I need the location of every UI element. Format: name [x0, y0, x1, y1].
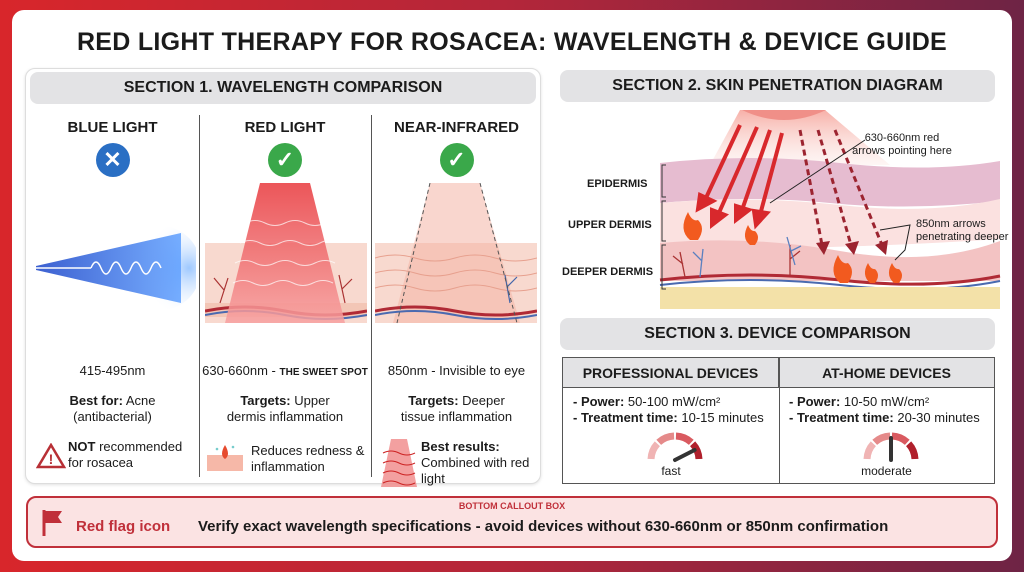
professional-devices-header: PROFESSIONAL DEVICES — [563, 358, 779, 388]
section1-panel: SECTION 1. WAVELENGTH COMPARISON BLUE LI… — [25, 68, 542, 487]
svg-text:!: ! — [49, 451, 54, 467]
section2-header: SECTION 2. SKIN PENETRATION DIAGRAM — [560, 70, 995, 102]
gauge-needle — [673, 448, 697, 462]
column-title: BLUE LIGHT — [67, 119, 158, 136]
inflammation-flame-icon — [683, 212, 902, 283]
layer-label-epidermis: EPIDERMIS — [587, 178, 648, 190]
column-title: RED LIGHT — [244, 119, 326, 136]
red-flag-icon — [42, 510, 62, 536]
wavelength-text: 850nm - Invisible to eye — [387, 363, 526, 378]
column-title: NEAR-INFRARED — [394, 119, 519, 136]
warning-note: NOT recommended for rosacea — [68, 439, 183, 470]
gauge-label: fast — [661, 464, 681, 478]
skin-penetration-diagram — [659, 110, 1001, 309]
section3-header: SECTION 3. DEVICE COMPARISON — [560, 318, 995, 350]
targets-text: Targets: Deeper tissue inflammation — [400, 393, 513, 424]
speed-gauge-icon — [863, 432, 919, 462]
layer-label-deeper-dermis: DEEPER DERMIS — [562, 266, 654, 278]
best-for-text: Best for: Acne (antibacterial) — [69, 393, 156, 424]
check-icon: ✓ — [268, 143, 302, 177]
red-flag-label: Red flag icon — [76, 518, 171, 535]
layer-label-upper-dermis: UPPER DERMIS — [568, 219, 652, 231]
bottom-callout: BOTTOM CALLOUT BOX Red flag icon Verify … — [26, 496, 998, 548]
column-divider — [371, 115, 372, 477]
warning-icon: ! — [36, 443, 66, 469]
blue-light-beam-illustration — [36, 226, 196, 310]
red-light-skin-illustration — [205, 183, 367, 323]
column-blue-light: BLUE LIGHT ✕ 415-495nm Best for: Acne (a… — [26, 111, 199, 481]
gauge-segment — [891, 432, 910, 446]
check-icon: ✓ — [439, 143, 474, 177]
page-title: RED LIGHT THERAPY FOR ROSACEA: WAVELENGT… — [76, 28, 948, 56]
gauge-segment — [647, 441, 661, 460]
wavelength-text: 630-660nm - THE SWEET SPOT — [202, 363, 368, 378]
speed-gauge-icon — [647, 432, 703, 462]
near-infrared-skin-illustration — [375, 183, 537, 324]
x-icon: ✕ — [95, 143, 130, 177]
gauge-segment — [872, 432, 891, 446]
nir-arrows-annotation: 850nm arrows penetrating deeper — [916, 218, 1009, 243]
gauge-segment — [689, 441, 703, 460]
section1-header: SECTION 1. WAVELENGTH COMPARISON — [30, 72, 536, 104]
red-arrows-annotation: 630-660nm red arrows pointing here — [852, 132, 952, 157]
gauge-label: moderate — [861, 464, 912, 478]
wavelength-text: 415-495nm — [79, 363, 146, 378]
callout-heading: BOTTOM CALLOUT BOX — [458, 501, 566, 511]
gauge-segment — [656, 432, 675, 446]
column-red-light: RED LIGHT ✓ 630-660nm - THE SWEET SPOT T… — [199, 111, 371, 481]
skin-spot-icon — [207, 445, 243, 471]
gauge-segment — [863, 441, 877, 460]
best-results-note: Best results:Combined with red light — [421, 439, 530, 486]
callout-message: Verify exact wavelength specifications -… — [198, 518, 889, 535]
waves-icon — [381, 439, 417, 487]
gauge-segment — [675, 432, 694, 446]
benefit-note: Reduces redness & inflammation — [251, 443, 365, 474]
infographic-card: RED LIGHT THERAPY FOR ROSACEA: WAVELENGT… — [12, 10, 1012, 561]
targets-text: Targets: Upper dermis inflammation — [226, 393, 344, 424]
at-home-specs: - Power: 10-50 mW/cm² - Treatment time: … — [789, 394, 980, 425]
professional-specs: - Power: 50-100 mW/cm² - Treatment time:… — [573, 394, 764, 425]
column-near-infrared: NEAR-INFRARED ✓ 850nm - Invisible to eye… — [371, 111, 542, 487]
column-divider — [199, 115, 200, 477]
at-home-devices-header: AT-HOME DEVICES — [779, 358, 994, 388]
device-comparison-table: PROFESSIONAL DEVICES AT-HOME DEVICES - P… — [562, 357, 995, 484]
gauge-segment — [905, 441, 919, 460]
